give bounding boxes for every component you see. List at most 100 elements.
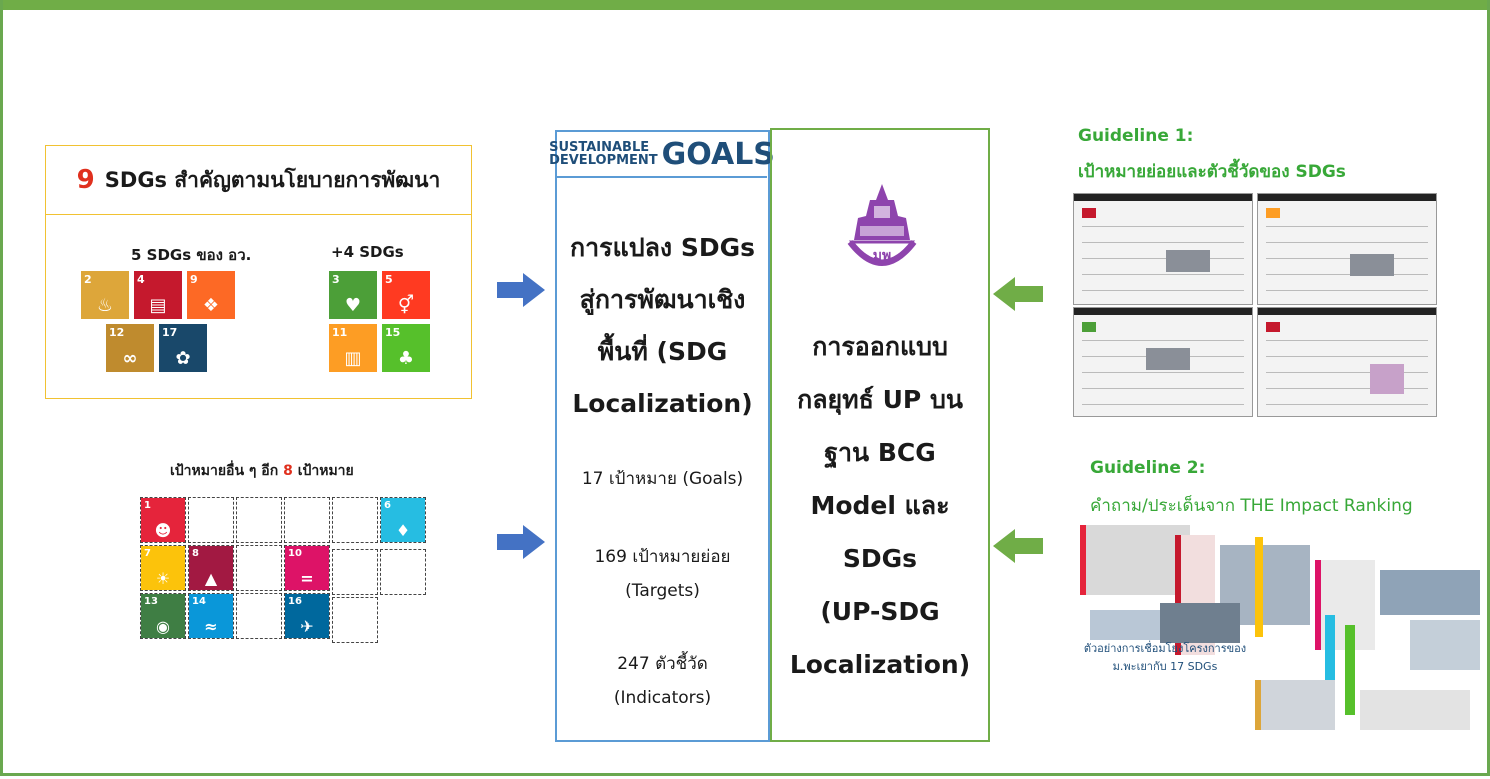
key-sdgs-count: 9 <box>76 165 95 195</box>
sdg-12-tile: 12∞ <box>106 324 154 372</box>
sdg-number: 7 <box>144 548 151 559</box>
growth-chart-icon: ▲ <box>204 569 218 588</box>
targets-line-1: 169 เป้าหมายย่อย <box>594 547 731 567</box>
sdg-16-tile: 16 ✈ <box>285 594 329 638</box>
sdg-number: 2 <box>84 273 92 286</box>
cubes-icon: ❖ <box>202 295 220 316</box>
sdg-number: 6 <box>384 500 391 511</box>
empty-goal-slot <box>236 545 282 591</box>
sdg-number: 9 <box>190 273 198 286</box>
extra-sdgs-label: +4 SDGs <box>331 243 404 261</box>
other-goals-suffix: เป้าหมาย <box>297 463 354 479</box>
sdg-1-tile: 1☻ <box>141 498 185 542</box>
up-logo: มพ <box>847 184 917 266</box>
sdg-2-tile: 2♨ <box>81 271 129 319</box>
empty-goal-slot <box>380 497 426 543</box>
empty-goal-slot <box>188 497 234 543</box>
localization-title: การแปลง SDGs สู่การพัฒนาเชิง พื้นที่ (SD… <box>557 222 768 430</box>
up-strategy-line: การออกแบบ <box>812 332 948 361</box>
up-strategy-box: มพ การออกแบบ กลยุทธ์ UP บน ฐาน BCG Model… <box>770 128 990 742</box>
empty-goal-slot <box>236 497 282 543</box>
arrow-right-top <box>497 273 545 307</box>
targets-count: 169 เป้าหมายย่อย (Targets) <box>557 540 768 608</box>
sdg-11-tile: 11▥ <box>329 324 377 372</box>
empty-goal-slot <box>188 593 234 639</box>
up-strategy-line: (UP-SDG <box>820 597 940 626</box>
sdg-number: 3 <box>332 273 340 286</box>
sdg-number: 13 <box>144 596 158 607</box>
localization-title-line: พื้นที่ (SDG <box>597 337 728 366</box>
sdg-number: 10 <box>288 548 302 559</box>
up-strategy-line: SDGs <box>842 544 918 573</box>
sdg-13-tile: 13 ◉ <box>141 594 185 638</box>
tree-icon: ♣ <box>397 348 415 369</box>
document-thumbnail <box>1257 307 1437 417</box>
document-thumbnail <box>1257 193 1437 305</box>
equal-icon: = <box>300 569 314 588</box>
dove-icon: ✈ <box>300 617 314 636</box>
mhesi-sdgs-label: 5 SDGs ของ อว. <box>131 246 252 264</box>
partnership-icon: ✿ <box>175 348 191 369</box>
up-strategy-line: กลยุทธ์ UP บน <box>797 385 963 414</box>
other-goals-count: 8 <box>283 463 293 479</box>
empty-goal-slot <box>140 545 186 591</box>
sdg-10-tile: 10 = <box>285 546 329 590</box>
guideline-2-subtitle: คำถาม/ประเด็นจาก THE Impact Ranking <box>1090 496 1413 516</box>
document-thumbnail <box>1073 193 1253 305</box>
document-thumbnail <box>1073 307 1253 417</box>
sdg-number: 14 <box>192 596 206 607</box>
sdg-number: 5 <box>385 273 393 286</box>
empty-goal-slot <box>236 593 282 639</box>
sdg-9-tile: 9❖ <box>187 271 235 319</box>
up-strategy-line: Localization) <box>789 650 971 679</box>
indicators-count: 247 ตัวชี้วัด (Indicators) <box>557 647 768 715</box>
banner-line-1: SUSTAINABLE <box>549 140 650 155</box>
indicators-line-1: 247 ตัวชี้วัด <box>617 654 708 674</box>
book-icon: ▤ <box>149 295 167 316</box>
sdg-project-collage: ตัวอย่างการเชื่อมโยงโครงการของ ม.พะเยากั… <box>1080 525 1485 740</box>
sdg-number: 4 <box>137 273 145 286</box>
guideline-2-title: Guideline 2: <box>1090 458 1206 478</box>
sdg-number: 15 <box>385 326 401 339</box>
sun-icon: ☀ <box>155 569 171 588</box>
people-icon: ☻ <box>154 521 172 540</box>
fish-icon: ≈ <box>204 617 218 636</box>
other-goals-prefix: เป้าหมายอื่น ๆ อีก <box>170 463 279 479</box>
empty-goal-slot <box>284 545 330 591</box>
sdg-number: 1 <box>144 500 151 511</box>
water-drop-icon: ♦ <box>395 521 411 540</box>
other-goals-grid: 1☻6♦7☀8▲10=13◉14≈16✈ <box>140 497 440 647</box>
guideline-1-title: Guideline 1: <box>1078 126 1194 146</box>
empty-goal-slot <box>188 545 234 591</box>
empty-goal-slot <box>332 597 378 643</box>
sdg-number: 17 <box>162 326 178 339</box>
sdg-8-tile: 8▲ <box>189 546 233 590</box>
goals-count: 17 เป้าหมาย (Goals) <box>581 469 744 489</box>
infinity-icon: ∞ <box>122 348 138 369</box>
sdg-17-tile: 17 ✿ <box>159 324 207 372</box>
heartbeat-icon: ♥ <box>344 295 362 316</box>
sdg-14-tile: 14 ≈ <box>189 594 233 638</box>
empty-goal-slot <box>380 549 426 595</box>
collage-caption: ตัวอย่างการเชื่อมโยงโครงการของ ม.พะเยากั… <box>1080 640 1250 676</box>
up-strategy-line: ฐาน BCG <box>824 438 936 467</box>
banner-line-2: DEVELOPMENT <box>549 153 658 168</box>
empty-goal-slot <box>332 549 378 595</box>
sdg-number: 8 <box>192 548 199 559</box>
localization-title-line: Localization) <box>572 389 753 418</box>
empty-goal-slot <box>140 593 186 639</box>
sdg-3-tile: 3♥ <box>329 271 377 319</box>
key-sdgs-heading-text: SDGs สำคัญตามนโยบายการพัฒนา <box>104 167 441 192</box>
eye-globe-icon: ◉ <box>156 617 170 636</box>
guideline-1-documents <box>1073 193 1438 418</box>
sdg-number: 16 <box>288 596 302 607</box>
empty-goal-slot <box>284 497 330 543</box>
guideline-1-subtitle: เป้าหมายย่อยและตัวชี้วัดของ SDGs <box>1078 162 1346 182</box>
banner-goals-word: GOALS <box>661 136 775 172</box>
empty-goal-slot <box>332 497 378 543</box>
targets-line-2: (Targets) <box>625 581 700 601</box>
empty-goal-slot <box>284 593 330 639</box>
sdg-7-tile: 7☀ <box>141 546 185 590</box>
sdg-15-tile: 15 ♣ <box>382 324 430 372</box>
